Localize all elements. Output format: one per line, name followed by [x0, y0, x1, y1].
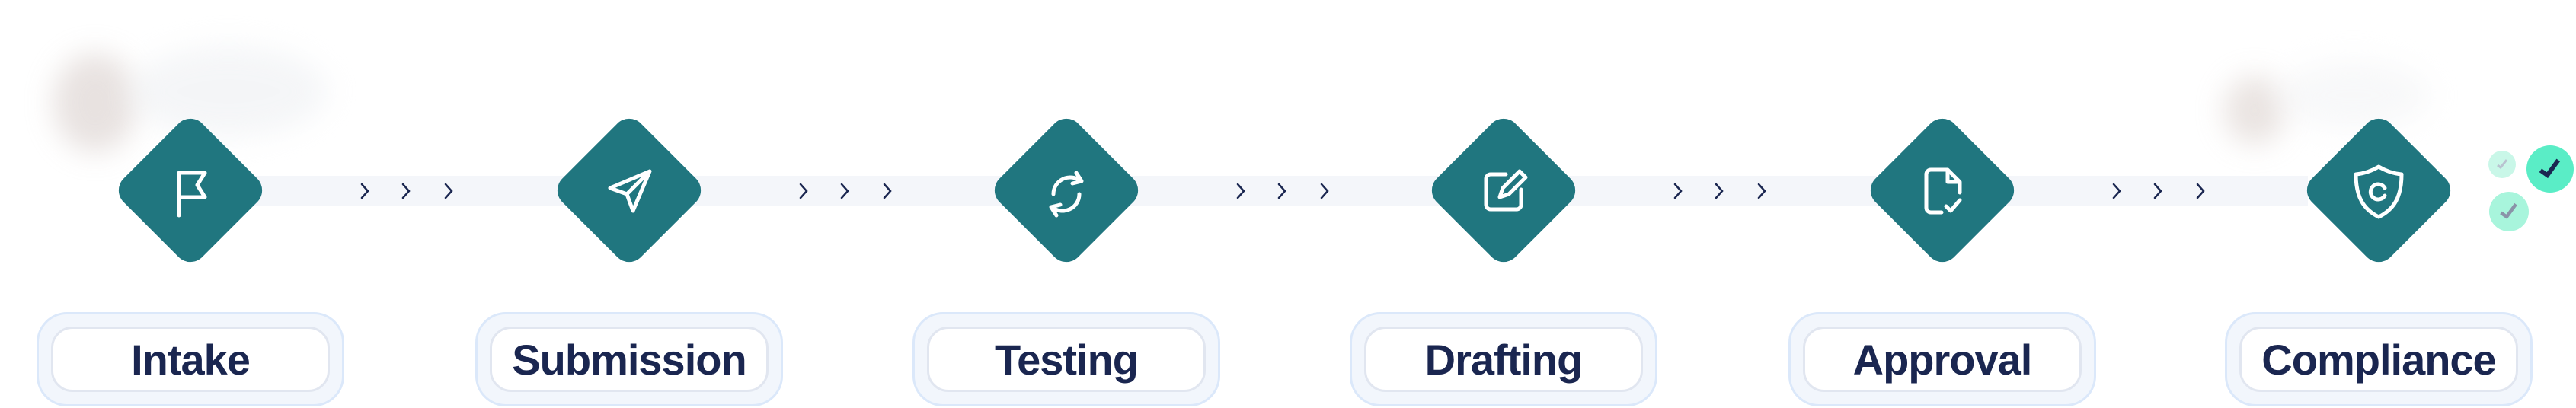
step-label: Drafting — [1424, 335, 1584, 384]
chevron-right-icon — [2112, 183, 2121, 199]
blurred-card — [2277, 61, 2430, 129]
chevron-right-icon — [1715, 183, 1724, 199]
chevron-right-icon — [1277, 183, 1286, 199]
step-label-box: Submission — [490, 327, 769, 392]
check-icon — [2539, 158, 2561, 179]
step-label-box: Intake — [51, 327, 330, 392]
blurred-avatar — [2224, 76, 2285, 145]
check-icon — [2500, 202, 2517, 219]
chevron-right-icon — [799, 183, 808, 199]
send-icon — [608, 169, 652, 213]
chevron-right-icon — [360, 183, 369, 199]
step-label-card: Testing — [912, 312, 1220, 406]
chevron-right-icon — [1757, 183, 1766, 199]
check-badge-small — [2488, 151, 2516, 178]
step-label-card: Approval — [1788, 312, 2096, 406]
step-label: Submission — [512, 335, 746, 384]
step-label: Approval — [1852, 335, 2033, 384]
step-label: Compliance — [2261, 335, 2496, 384]
chevron-right-icon — [2153, 183, 2162, 199]
check-icon — [2497, 159, 2508, 170]
chevron-right-icon — [401, 183, 411, 199]
shield-copyright-icon — [2354, 164, 2404, 219]
step-label-box: Approval — [1803, 327, 2082, 392]
step-label-card: Intake — [37, 312, 344, 406]
refresh-icon — [1049, 171, 1084, 218]
step-label-card: Submission — [475, 312, 783, 406]
chevron-right-icon — [1236, 183, 1245, 199]
check-badge-primary — [2526, 145, 2574, 193]
chevron-right-icon — [444, 183, 453, 199]
chevron-right-icon — [2196, 183, 2205, 199]
step-label: Testing — [995, 335, 1139, 384]
chevron-right-icon — [1673, 183, 1683, 199]
chevron-right-icon — [1320, 183, 1329, 199]
file-check-icon — [1924, 167, 1962, 215]
blurred-avatar — [53, 53, 137, 152]
step-label-card: Compliance — [2225, 312, 2533, 406]
flag-icon — [177, 171, 207, 218]
step-label: Intake — [131, 335, 251, 384]
chevron-right-icon — [840, 183, 849, 199]
chevron-right-icon — [883, 183, 892, 199]
check-badge-medium — [2489, 192, 2529, 231]
step-label-box: Compliance — [2239, 327, 2518, 392]
edit-icon — [1484, 169, 1528, 212]
blurred-card — [129, 46, 328, 137]
step-label-box: Drafting — [1364, 327, 1643, 392]
step-label-card: Drafting — [1350, 312, 1657, 406]
step-label-box: Testing — [927, 327, 1206, 392]
